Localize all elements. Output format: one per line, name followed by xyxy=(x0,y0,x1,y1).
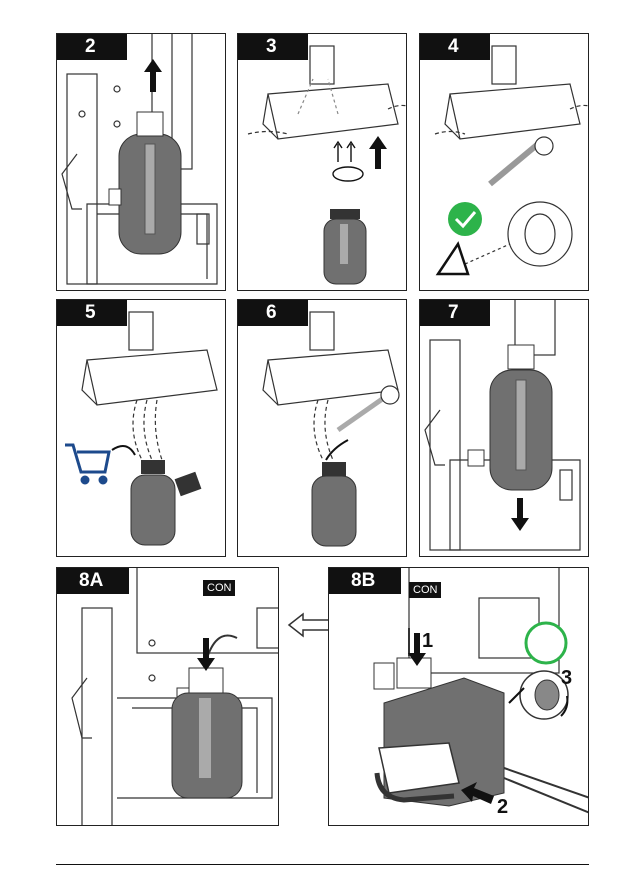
con-tag: CON xyxy=(203,580,235,596)
step-number-4: 4 xyxy=(420,34,490,60)
install-tube-illustration xyxy=(238,300,407,557)
down-arrow-icon xyxy=(511,498,529,531)
step-number-7: 7 xyxy=(420,300,490,326)
step-number-8b: 8B xyxy=(329,568,401,594)
up-arrow-icon xyxy=(144,59,162,92)
step-panel-8b: 8B CON 1 2 3 xyxy=(328,567,589,826)
step-number-8a: 8A xyxy=(57,568,129,594)
analyzer-bottle-up-illustration xyxy=(57,34,226,291)
step-panel-6: 6 xyxy=(237,299,407,557)
down-arrow-icon xyxy=(197,638,215,671)
step-panel-3: 3 xyxy=(237,33,407,291)
step-panel-7: 7 xyxy=(419,299,589,557)
install-cover-8b-illustration xyxy=(329,568,589,826)
install-bottle-8a-illustration xyxy=(57,568,279,826)
bottle-down-illustration xyxy=(420,300,589,557)
step-panel-8a: 8A CON xyxy=(56,567,279,826)
step-number-6: 6 xyxy=(238,300,308,326)
footer-rule xyxy=(56,864,589,865)
step-panel-2: 2 xyxy=(56,33,226,291)
callout-1: 1 xyxy=(422,630,433,653)
step-number-3: 3 xyxy=(238,34,308,60)
new-bottle-illustration xyxy=(57,300,226,557)
angle-icon xyxy=(438,244,468,274)
up-arrow-icon xyxy=(369,136,387,169)
con-tag: CON xyxy=(409,582,441,598)
step-number-5: 5 xyxy=(57,300,127,326)
tube-inspect-illustration xyxy=(420,34,589,291)
callout-3: 3 xyxy=(561,667,572,690)
step-number-2: 2 xyxy=(57,34,127,60)
shopping-cart-icon xyxy=(65,445,109,483)
callout-2: 2 xyxy=(497,796,508,819)
step-panel-5: 5 xyxy=(56,299,226,557)
tube-remove-illustration xyxy=(238,34,407,291)
check-icon xyxy=(448,202,482,236)
step-panel-4: 4 xyxy=(419,33,589,291)
zoom-circle-top xyxy=(526,623,566,663)
